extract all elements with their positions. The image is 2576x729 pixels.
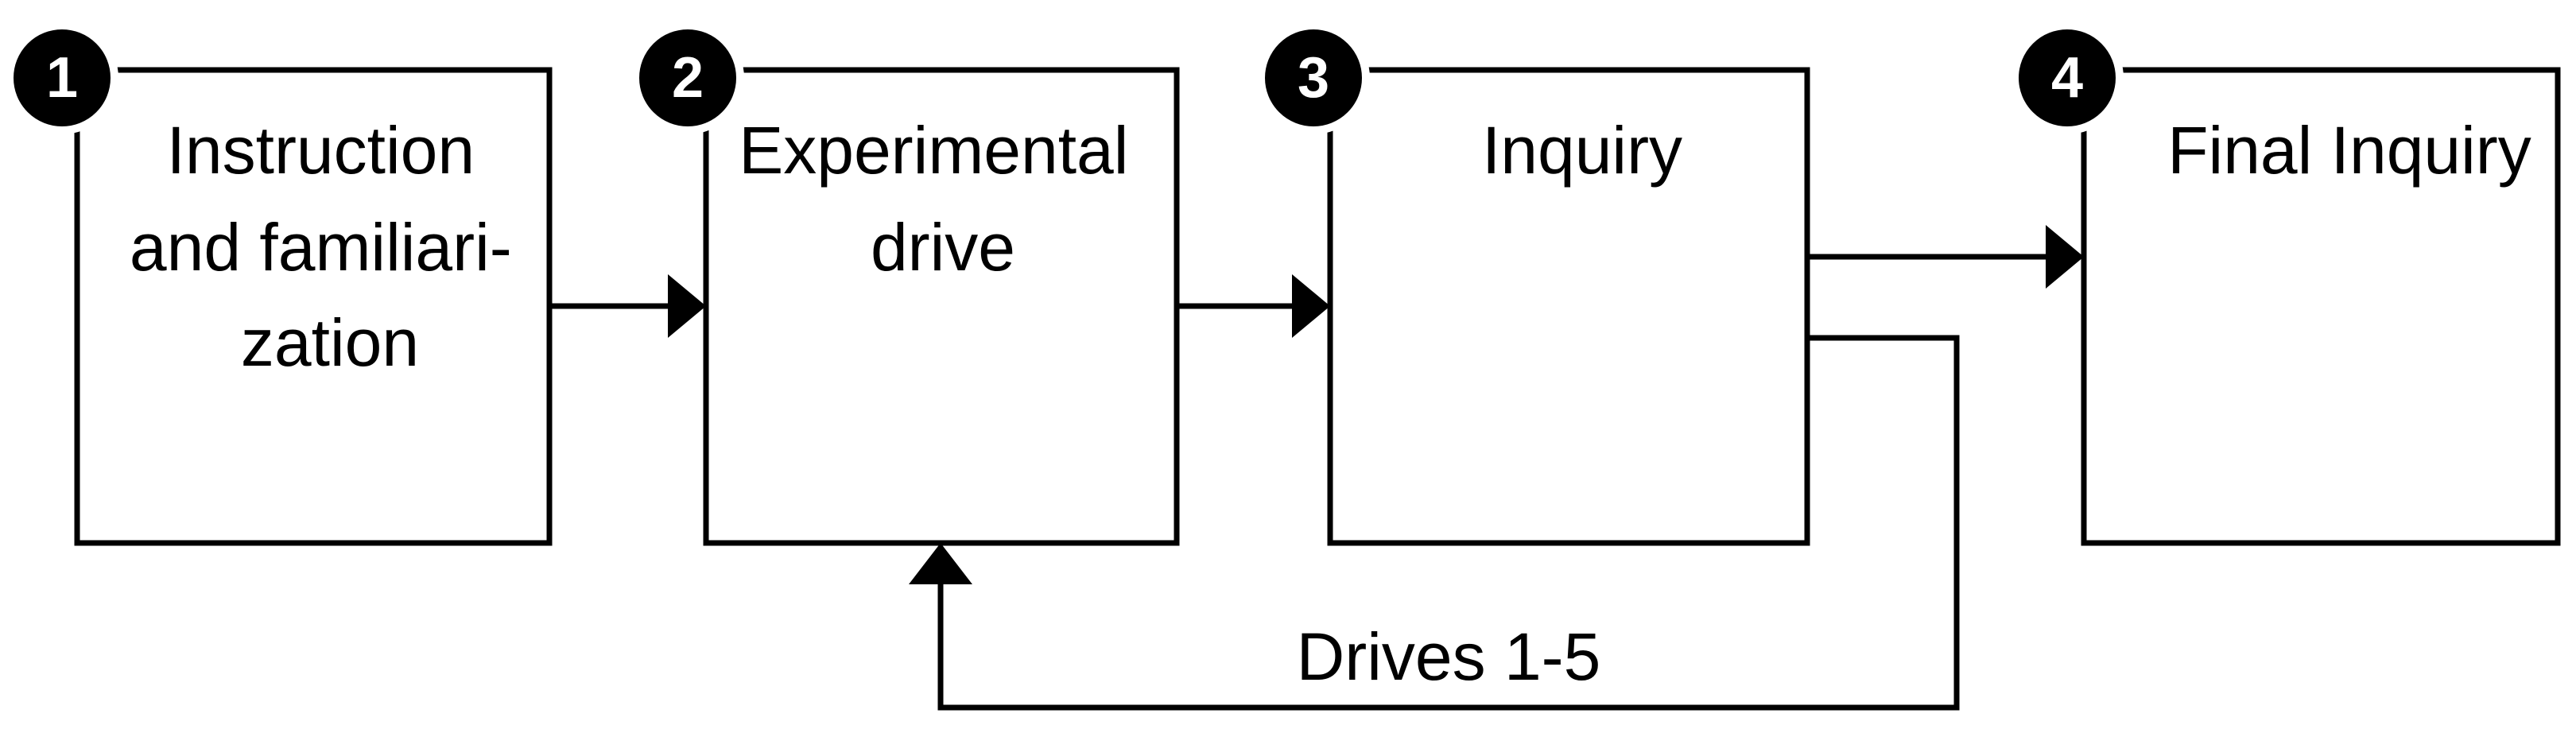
step-3-badge: 3 xyxy=(1257,21,1370,134)
step-4-badge-number: 4 xyxy=(2051,46,2083,110)
feedback-loop-label: Drives 1-5 xyxy=(1297,619,1601,694)
step-1-label: Instruction and familiari- zation xyxy=(130,113,530,380)
step-1-label-line-3: zation xyxy=(241,305,419,380)
arrow-2-to-3-head xyxy=(1292,274,1330,338)
arrow-3-to-4-head xyxy=(2046,225,2084,289)
step-4: Final Inquiry xyxy=(2081,67,2561,546)
step-1-badge: 1 xyxy=(6,21,118,134)
step-4-label-line-1: Final Inquiry xyxy=(2167,113,2531,188)
step-4-badge-circle xyxy=(2011,21,2124,134)
step-3: Inquiry xyxy=(1327,67,1810,546)
step-3-label-line-1: Inquiry xyxy=(1482,113,1682,188)
step-2-label-line-2: drive xyxy=(871,210,1015,285)
step-2-badge-circle xyxy=(631,21,744,134)
step-2-label-line-1: Experimental xyxy=(739,113,1128,188)
step-3-label: Inquiry xyxy=(1482,113,1682,188)
arrow-1-to-2-head xyxy=(668,274,706,338)
arrow-3-to-4 xyxy=(1807,225,2084,289)
step-3-badge-circle xyxy=(1257,21,1370,134)
step-1-label-line-2: and familiari- xyxy=(130,210,512,285)
step-4-badge: 4 xyxy=(2011,21,2124,134)
step-2-badge: 2 xyxy=(631,21,744,134)
step-2: Experimental drive xyxy=(703,67,1180,546)
step-4-box xyxy=(2081,67,2561,546)
step-1-label-line-1: Instruction xyxy=(167,113,475,188)
step-4-label: Final Inquiry xyxy=(2167,113,2531,188)
feedback-loop-arrowhead xyxy=(909,543,972,584)
arrow-2-to-3 xyxy=(1177,274,1330,338)
feedback-loop-path xyxy=(937,335,1960,711)
step-2-badge-number: 2 xyxy=(672,46,704,110)
feedback-loop: Drives 1-5 xyxy=(909,335,1960,711)
step-1-badge-circle xyxy=(6,21,118,134)
step-1: Instruction and familiari- zation xyxy=(74,67,553,546)
step-1-badge-number: 1 xyxy=(46,46,78,110)
step-3-box xyxy=(1327,67,1810,546)
step-3-badge-number: 3 xyxy=(1298,46,1329,110)
arrow-1-to-2 xyxy=(549,274,706,338)
step-2-label: Experimental drive xyxy=(739,113,1147,285)
